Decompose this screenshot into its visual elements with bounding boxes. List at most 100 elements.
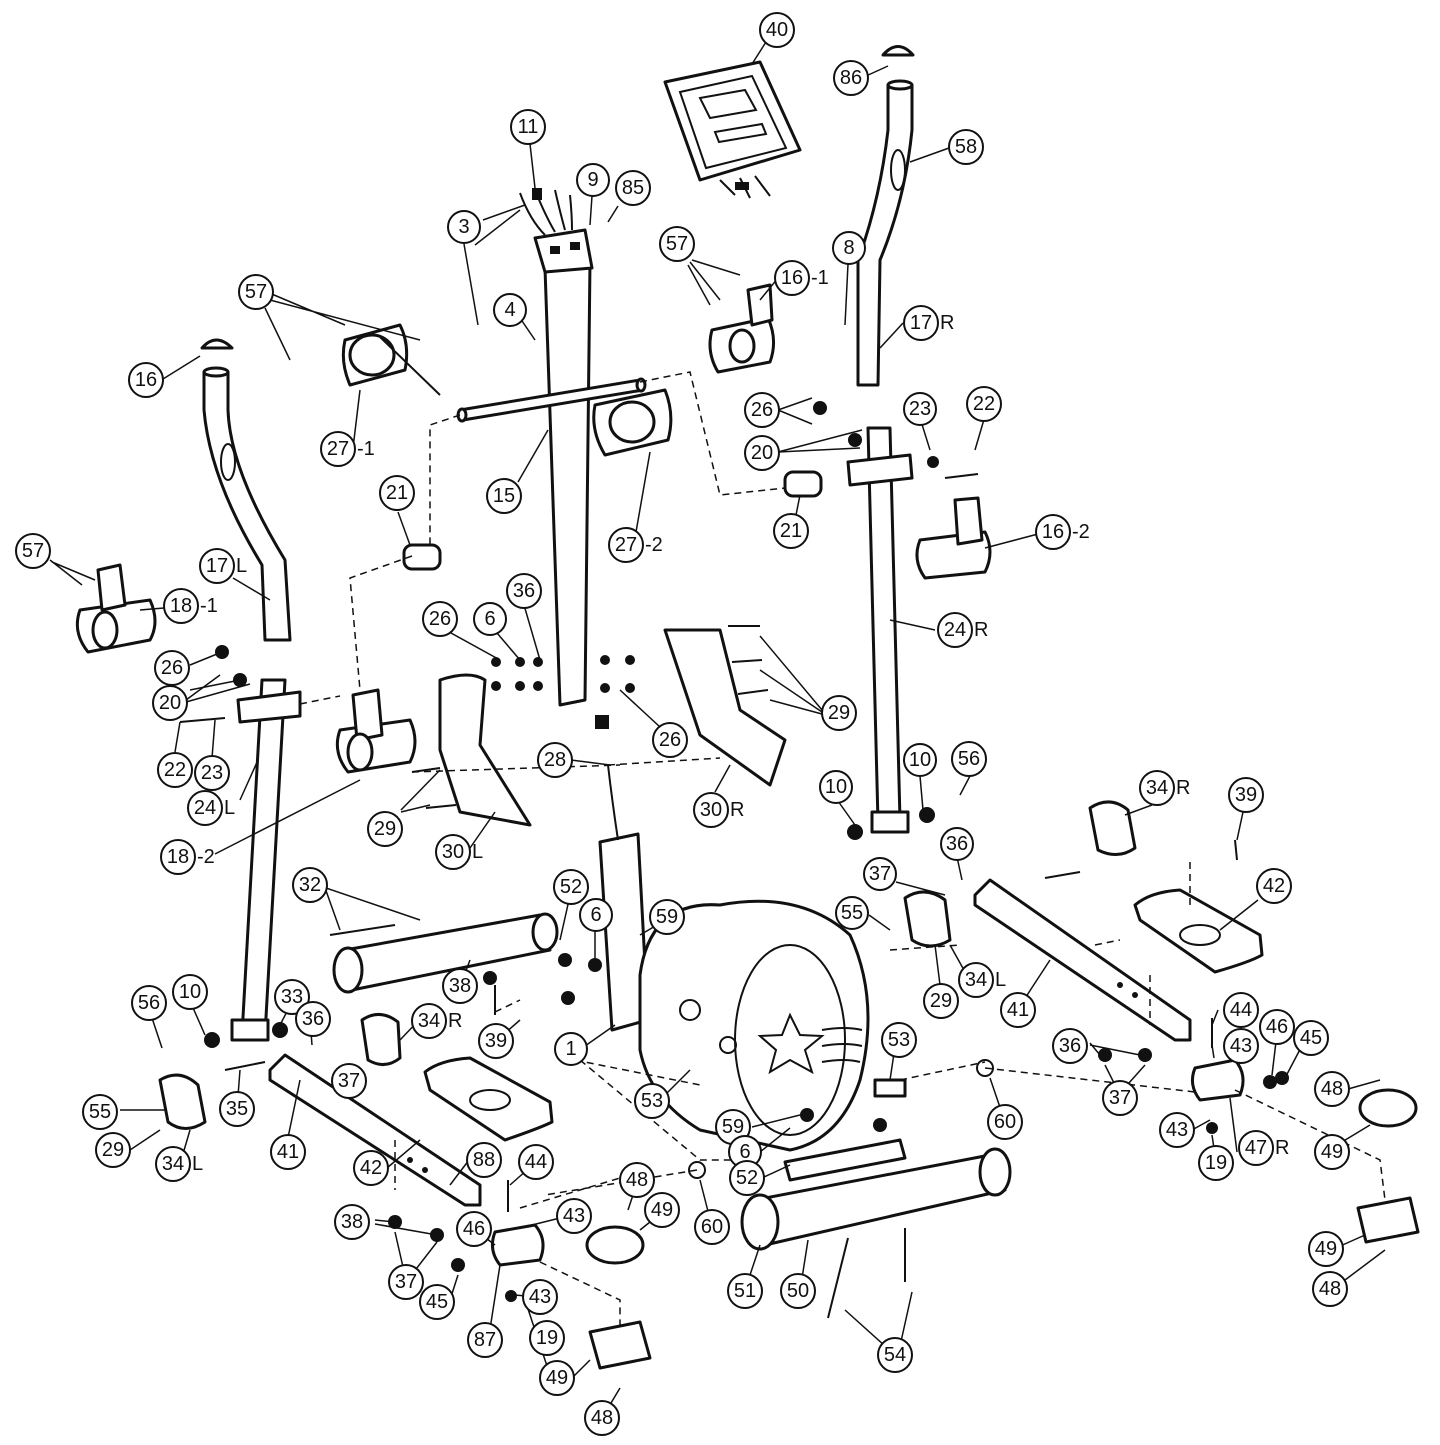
svg-text:56: 56 [138, 992, 160, 1014]
callout: 43 [1159, 1112, 1195, 1148]
callout: 42 [353, 1150, 389, 1186]
callout: 44 [1223, 992, 1259, 1028]
svg-text:45: 45 [426, 1291, 448, 1313]
svg-text:59: 59 [656, 906, 678, 928]
svg-text:57: 57 [22, 540, 44, 562]
callout: 29 [367, 811, 403, 847]
svg-text:37: 37 [869, 863, 891, 885]
svg-text:87: 87 [474, 1329, 496, 1351]
svg-text:54: 54 [884, 1344, 906, 1366]
svg-text:45: 45 [1300, 1027, 1322, 1049]
callout: 27-2 [608, 527, 663, 563]
callout: 26 [652, 722, 688, 758]
svg-text:R: R [940, 312, 954, 334]
callout: 49 [1314, 1134, 1350, 1170]
pedal-arm-left [268, 1053, 482, 1207]
svg-text:27: 27 [615, 534, 637, 556]
svg-text:42: 42 [1263, 875, 1285, 897]
callout: 57 [659, 226, 695, 262]
console-display [663, 60, 802, 199]
callout: 20 [744, 435, 780, 471]
callout: 43 [556, 1198, 592, 1234]
callout: 39 [1228, 777, 1264, 813]
base-plate [783, 1138, 907, 1182]
svg-text:41: 41 [277, 1141, 299, 1163]
shroud-30R [663, 628, 787, 787]
svg-text:42: 42 [360, 1157, 382, 1179]
svg-text:23: 23 [909, 398, 931, 420]
svg-text:L: L [236, 555, 247, 577]
callout: 18-2 [160, 839, 215, 875]
svg-text:51: 51 [734, 1280, 756, 1302]
callout: 22 [966, 386, 1002, 422]
svg-text:10: 10 [825, 776, 847, 798]
svg-text:46: 46 [1266, 1016, 1288, 1038]
svg-text:15: 15 [493, 485, 515, 507]
svg-text:40: 40 [766, 19, 788, 41]
callout-labels: 40 86 58 11 9 85 3 57 16-1 8 17R 57 4 3 … [15, 12, 1350, 1436]
svg-text:53: 53 [888, 1029, 910, 1051]
svg-text:L: L [995, 969, 1006, 991]
svg-text:-1: -1 [200, 595, 218, 617]
callout: 29 [95, 1132, 131, 1168]
callout: 55 [82, 1094, 118, 1130]
svg-text:43: 43 [1166, 1119, 1188, 1141]
svg-text:59: 59 [722, 1116, 744, 1138]
callout: 35 [219, 1091, 255, 1127]
svg-text:86: 86 [840, 67, 862, 89]
svg-text:49: 49 [1321, 1141, 1343, 1163]
callout: 4 [493, 293, 527, 327]
svg-text:56: 56 [958, 748, 980, 770]
svg-text:58: 58 [955, 136, 977, 158]
svg-text:55: 55 [841, 902, 863, 924]
handlebar-left-lower [230, 678, 302, 1042]
svg-text:34: 34 [162, 1153, 184, 1175]
callout: 85 [615, 170, 651, 206]
svg-text:-1: -1 [357, 438, 375, 460]
svg-text:6: 6 [739, 1141, 750, 1163]
callout: 36 [1052, 1028, 1088, 1064]
callout: 16-1 [774, 260, 829, 296]
axle-53 [873, 1078, 907, 1098]
wheel-34L-right [903, 890, 952, 948]
svg-text:21: 21 [780, 520, 802, 542]
svg-text:17: 17 [206, 555, 228, 577]
svg-text:38: 38 [341, 1211, 363, 1233]
svg-text:29: 29 [930, 990, 952, 1012]
callout: 37 [331, 1063, 367, 1099]
callout: 37 [388, 1264, 424, 1300]
svg-text:19: 19 [1205, 1152, 1227, 1174]
rear-stabilizer [740, 1147, 1012, 1251]
callout: 60 [694, 1209, 730, 1245]
callout: 32 [292, 867, 328, 903]
callout: 39 [478, 1023, 514, 1059]
callout: 17 L [199, 548, 247, 584]
pedal-left [423, 1056, 554, 1142]
callout: 36 [940, 827, 974, 861]
svg-text:26: 26 [659, 729, 681, 751]
svg-text:36: 36 [513, 580, 535, 602]
svg-text:38: 38 [449, 975, 471, 997]
callout: 6 [579, 898, 613, 932]
callout: 49 [539, 1360, 575, 1396]
handlebar-right-lower [846, 426, 914, 834]
callout: 57 [238, 274, 274, 310]
wheel-carrier-right [1190, 1058, 1420, 1244]
svg-text:L: L [224, 797, 235, 819]
svg-text:55: 55 [89, 1101, 111, 1123]
assembly-lines [299, 371, 1386, 1330]
svg-text:34: 34 [1146, 777, 1168, 799]
svg-text:22: 22 [973, 393, 995, 415]
svg-text:85: 85 [622, 177, 644, 199]
svg-text:49: 49 [546, 1367, 568, 1389]
svg-text:46: 46 [463, 1218, 485, 1240]
callout: 40 [759, 12, 795, 48]
callout: 10 [903, 743, 937, 777]
svg-text:10: 10 [909, 749, 931, 771]
callout: 44 [518, 1144, 554, 1180]
svg-text:28: 28 [544, 749, 566, 771]
svg-text:49: 49 [651, 1199, 673, 1221]
svg-text:52: 52 [560, 876, 582, 898]
